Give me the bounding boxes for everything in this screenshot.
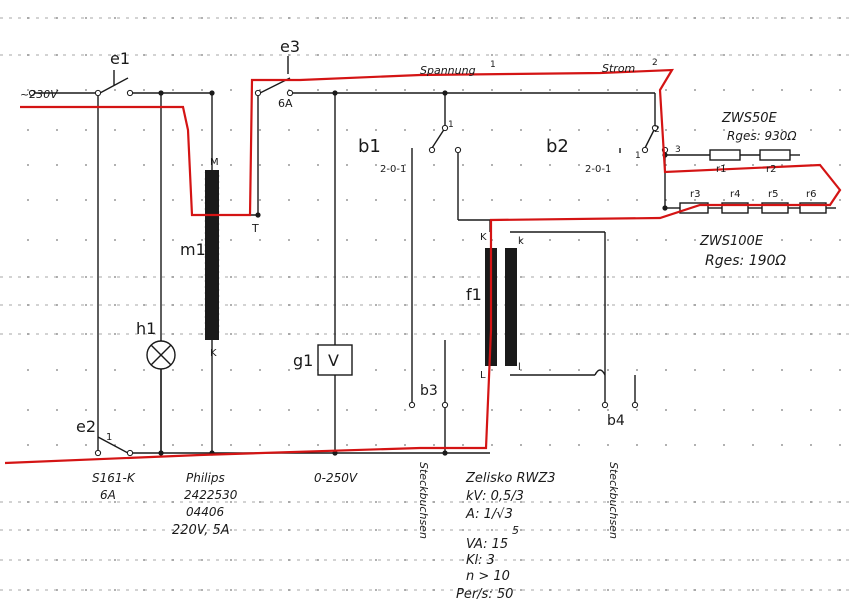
m1-tap-label: T <box>251 222 259 235</box>
labels: ~230V e1 e2 1 e3 6A Spannung 1 Strom 2 b… <box>20 37 816 602</box>
m1-bottom-label: K <box>210 348 217 359</box>
h1-label: h1 <box>136 319 156 338</box>
e3-rating-label: 6A <box>278 97 293 110</box>
r6-label: r6 <box>806 189 816 200</box>
e1-label: e1 <box>110 49 130 68</box>
spannung-num: 1 <box>490 60 496 70</box>
r1-label: r1 <box>716 164 726 175</box>
b1-pin: 1 <box>448 120 454 130</box>
e2-type: S161-K <box>92 471 136 485</box>
f1-k-left: K <box>480 232 487 243</box>
g1-symbol: V <box>328 351 339 370</box>
e3-label: e3 <box>280 37 300 56</box>
e2-pin-label: 1 <box>106 432 112 443</box>
f1-make: Zelisko RWZ3 <box>465 471 556 486</box>
f1-k-right: k <box>518 236 524 247</box>
zws50-total: Rges: 930Ω <box>727 129 797 143</box>
grid <box>0 17 852 591</box>
spannung-label: Spannung <box>420 64 476 77</box>
zws100-total: Rges: 190Ω <box>705 253 786 269</box>
highlighted-current-path <box>4 68 842 465</box>
m1-brand: Philips <box>186 471 225 485</box>
b1-positions: 2-0-1 <box>380 164 406 175</box>
f1-per: Per/s: 50 <box>456 587 513 602</box>
f1-va: VA: 15 <box>466 537 508 552</box>
lamp-h1 <box>146 340 176 370</box>
b3-sockets: Steckbuchsen <box>417 462 430 539</box>
f1-l-right: l <box>518 362 521 373</box>
zws100-name: ZWS100E <box>699 234 764 249</box>
g1-range: 0-250V <box>314 471 358 485</box>
r5-label: r5 <box>768 189 778 200</box>
f1-l-left: L <box>480 370 486 381</box>
m1-part2: 04406 <box>186 505 225 519</box>
b4-label: b4 <box>607 413 625 429</box>
b3-label: b3 <box>420 383 438 399</box>
b4-sockets: Steckbuchsen <box>607 462 620 539</box>
b2-pin1: 1 <box>635 151 641 161</box>
supply-label: ~230V <box>20 88 59 101</box>
b2-positions: 2-0-1 <box>585 164 611 175</box>
b2-pin3: 3 <box>675 145 681 155</box>
junction-dots <box>158 90 668 456</box>
r3-label: r3 <box>690 189 700 200</box>
resistors <box>679 149 827 214</box>
m1-rating: 220V, 5A <box>172 523 230 538</box>
m1-label: m1 <box>180 240 206 259</box>
f1-kv: kV: 0,5/3 <box>466 489 524 504</box>
contactor-coil-m1 <box>204 170 220 340</box>
e2-rating: 6A <box>100 488 116 502</box>
f1-n: n > 10 <box>466 569 510 584</box>
b2-label: b2 <box>546 136 569 157</box>
f1-kl: Kl: 3 <box>466 553 495 568</box>
zws50-name: ZWS50E <box>721 111 778 126</box>
m1-top-label: M <box>210 157 219 168</box>
e2-label: e2 <box>76 417 96 436</box>
switch-contacts <box>28 89 669 457</box>
strom-num: 2 <box>652 58 658 68</box>
wiring <box>32 56 836 454</box>
b2-pin2: 2 <box>654 125 660 135</box>
f1-label: f1 <box>466 285 482 304</box>
f1-a-den: 5 <box>512 524 519 537</box>
b1-label: b1 <box>358 136 381 157</box>
voltmeter-g1 <box>317 344 353 376</box>
strom-label: Strom <box>602 62 635 75</box>
r2-label: r2 <box>766 164 776 175</box>
m1-part1: 2422530 <box>184 488 238 502</box>
f1-a: A: 1/√3 <box>465 507 513 522</box>
r4-label: r4 <box>730 189 740 200</box>
g1-label: g1 <box>293 351 313 370</box>
